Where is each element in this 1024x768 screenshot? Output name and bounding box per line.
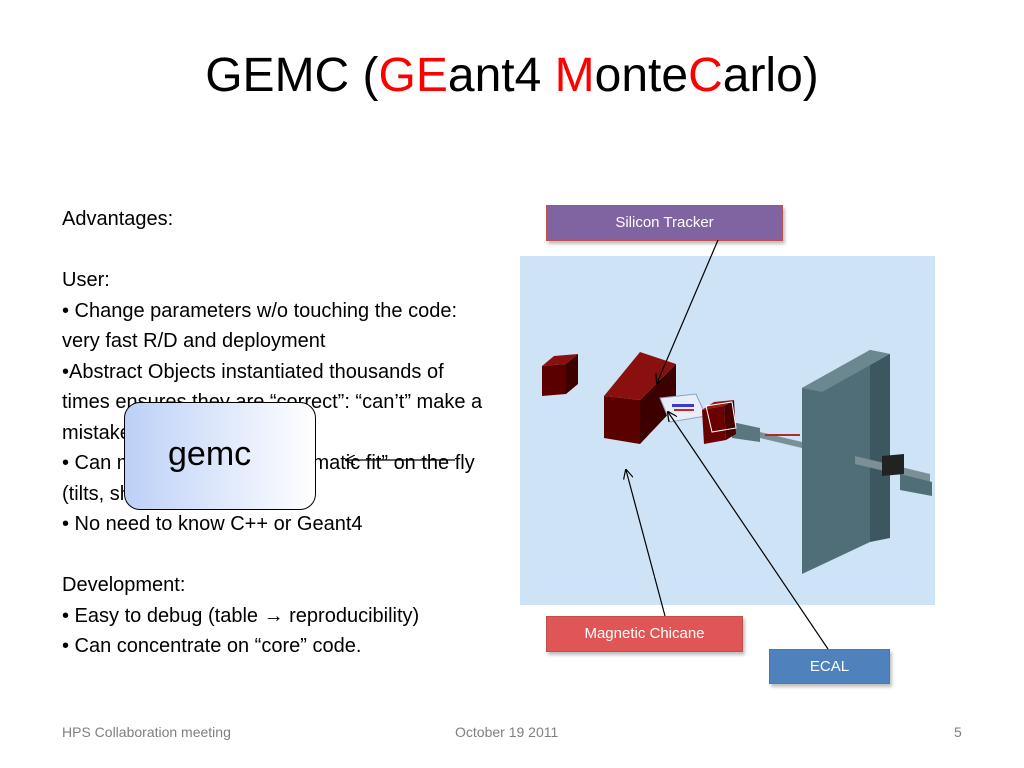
body-line: • Change parameters w/o touching the cod… [62,299,458,322]
small-red-block-front [542,364,566,396]
body-line: mistake [62,421,131,444]
title-part: GEMC ( [205,49,379,102]
body-line: •Abstract Objects instantiated thousands… [62,360,444,383]
title-part: ant4 [447,49,555,102]
ecal-wall-top [802,350,890,392]
magnet-block-top [604,352,676,400]
connector-box [732,422,760,442]
downstream-box [900,474,932,496]
ecal-arrow [668,412,829,650]
downstream-block [882,454,904,476]
small-red-block-top [542,354,578,366]
ecal-wall-front [802,350,870,574]
magnet-block-side [640,364,676,444]
magnet-block-front [604,396,640,444]
ecal-wall-side [870,350,890,542]
silicon-tracker-label: Silicon Tracker [546,205,783,241]
body-line: Development: [62,574,186,596]
footer-left: HPS Collaboration meeting [62,724,231,740]
tracker-strip [674,409,694,411]
tracker-strip [672,404,694,407]
gemc-box [124,402,316,510]
small-red-block-side [566,354,578,394]
body-line: very fast R/D and deployment [62,330,326,352]
body-line: • No need to know C++ or Geant4 [62,513,363,535]
title-part: GE [378,49,448,102]
tracker-arrow [657,239,719,383]
magnetic-chicane-label: Magnetic Chicane [546,616,743,652]
body-line: Advantages: [62,208,174,230]
slide-title: GEMC (GEant4 MonteCarlo) [0,44,1024,108]
title-part: C [688,49,723,102]
chicane-arrow [626,470,666,617]
body-line: • Can concentrate on “core” code. [62,635,362,657]
title-part: arlo) [722,49,819,102]
vacuum-box-outline [705,401,737,433]
title-part: onte [594,49,689,102]
body-line: • Easy to debug (table → reproducibility… [62,604,420,627]
page-number: 5 [954,724,962,740]
beam-pipe-stripe [765,434,800,436]
footer-date: October 19 2011 [455,724,559,740]
body-line: User: [62,269,110,291]
detector-scene-image [520,256,935,605]
gemc-label: gemc [168,435,252,473]
detector-scene-svg [542,350,932,574]
ecal-label: ECAL [769,649,890,684]
title-part: M [554,49,595,102]
